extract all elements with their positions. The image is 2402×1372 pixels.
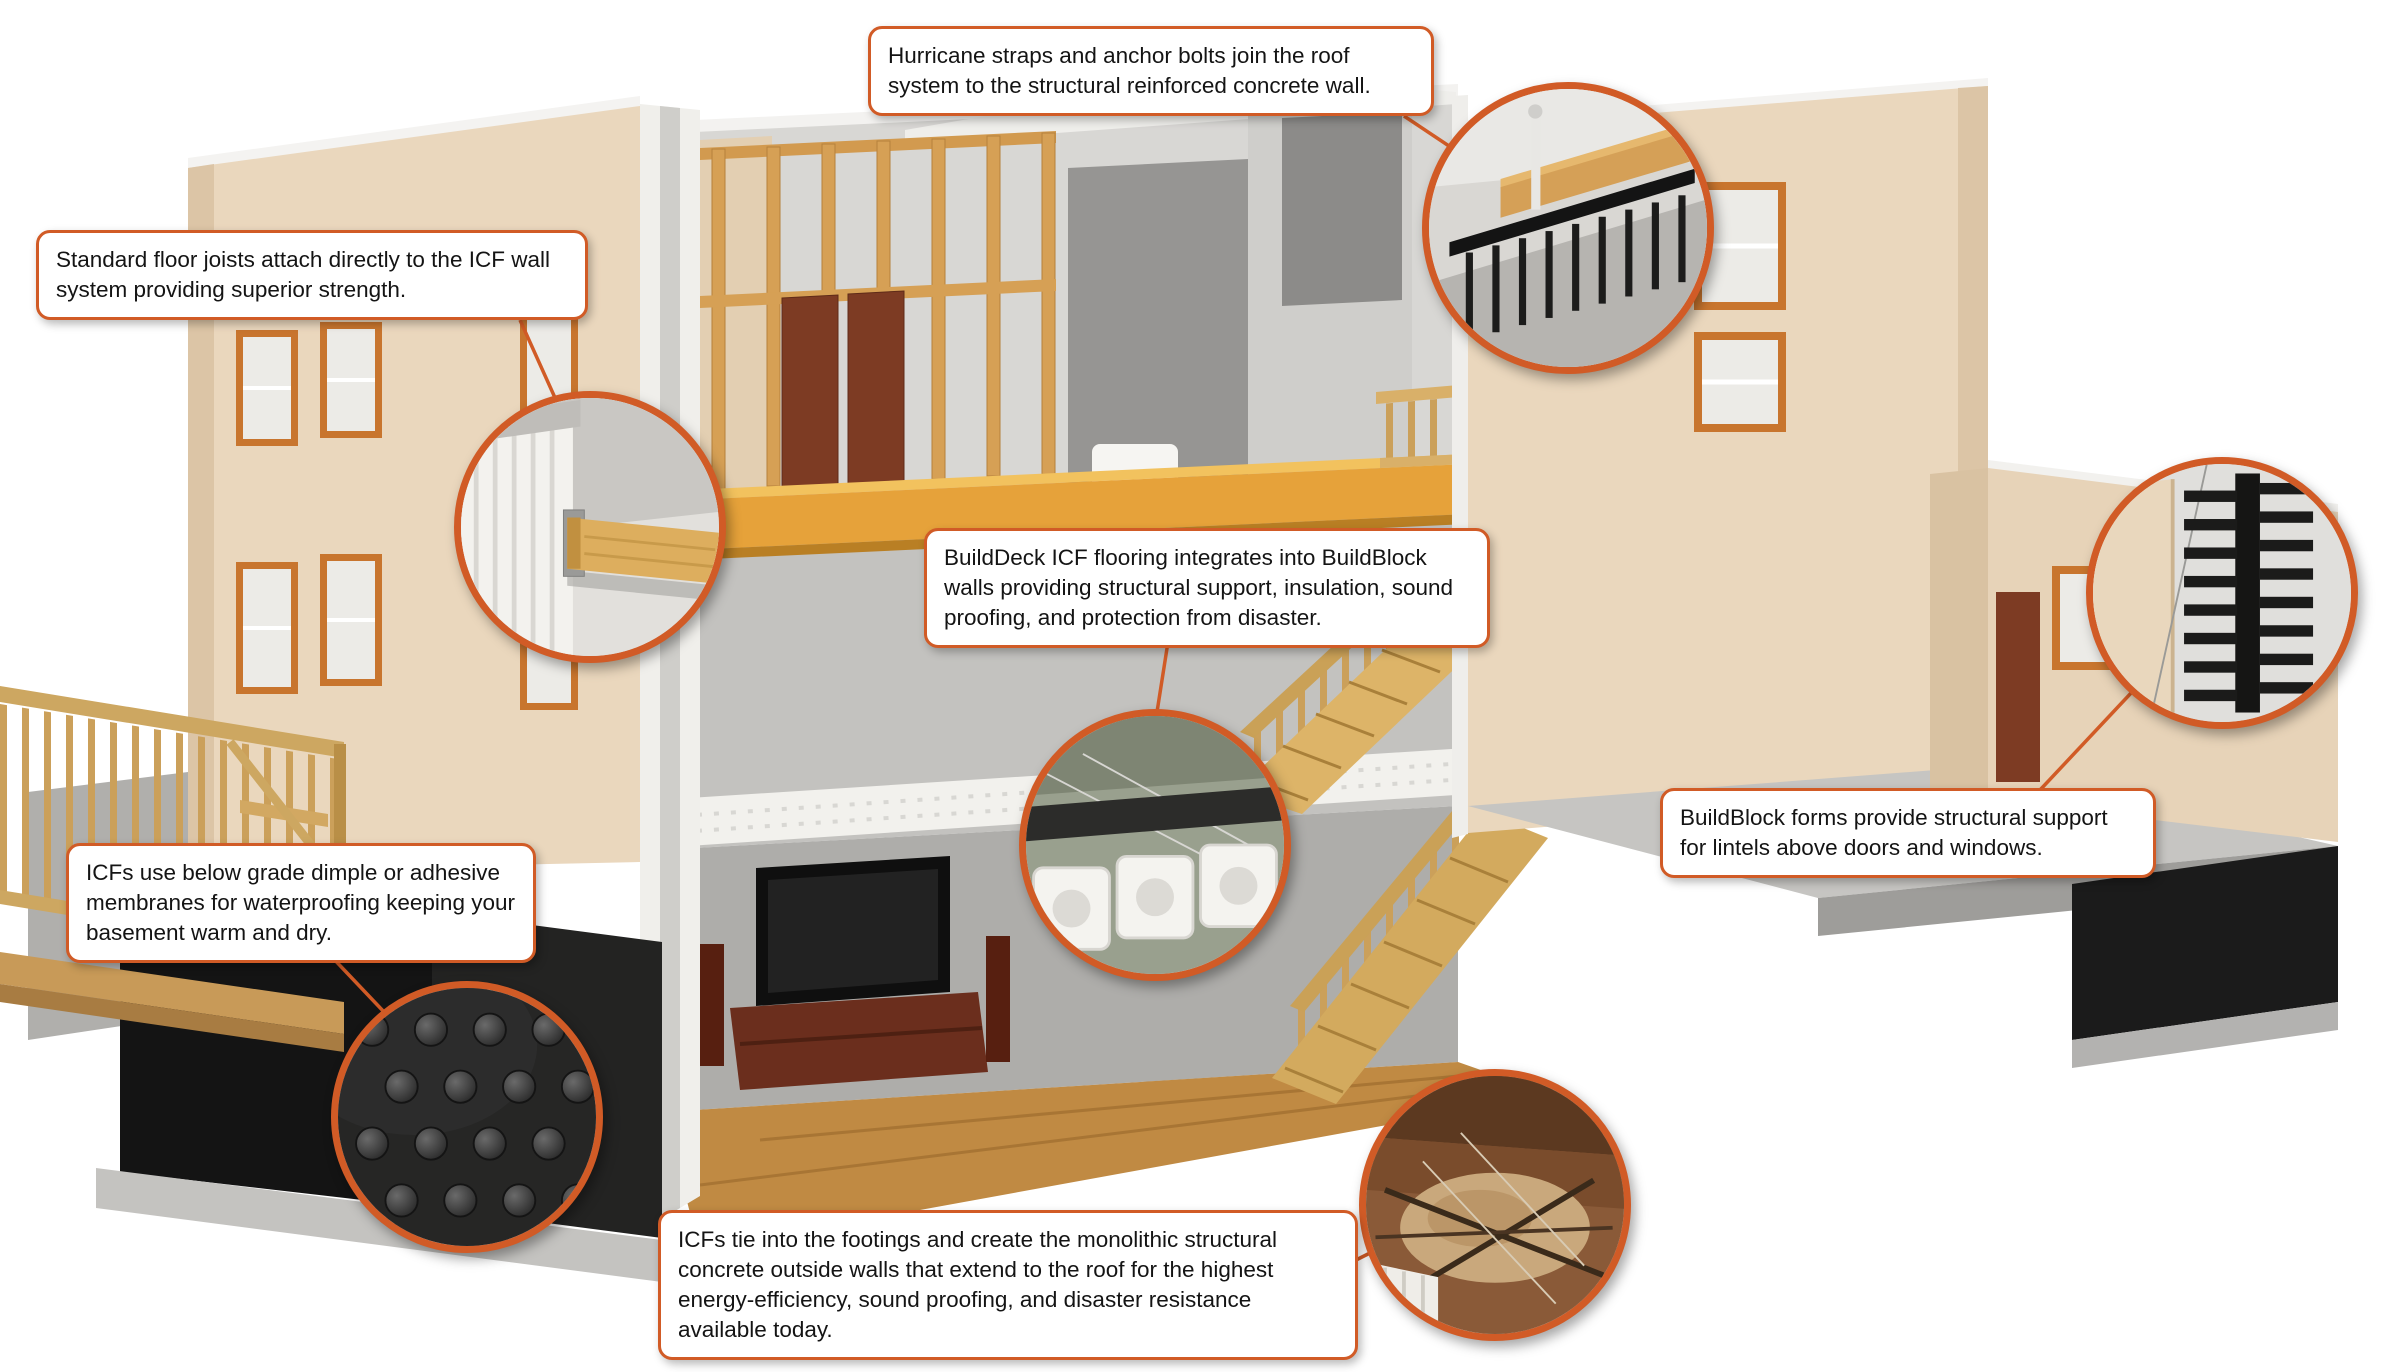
upper-floor-framing xyxy=(700,102,1412,507)
footing-pour-image xyxy=(1366,1076,1624,1334)
callout-text: Standard floor joists attach directly to… xyxy=(56,247,550,302)
callout-text: BuildBlock forms provide structural supp… xyxy=(1680,805,2108,860)
basement-wood-floor xyxy=(663,1062,1552,1250)
window xyxy=(236,562,298,694)
window xyxy=(320,554,382,686)
window xyxy=(1694,332,1786,432)
inset-roof-anchor-detail xyxy=(1422,82,1714,374)
right-basement-membrane xyxy=(2072,846,2338,1040)
floor-joist-image xyxy=(461,398,719,656)
callout-footings: ICFs tie into the footings and create th… xyxy=(658,1210,1358,1360)
speaker xyxy=(700,944,724,1066)
callout-text: ICFs tie into the footings and create th… xyxy=(678,1227,1278,1342)
inset-builddeck-detail xyxy=(1019,709,1291,981)
dimple-membrane-image xyxy=(338,988,596,1246)
roof-anchor-image xyxy=(1429,89,1707,367)
callout-text: Hurricane straps and anchor bolts join t… xyxy=(888,43,1371,98)
callout-below-grade-membranes: ICFs use below grade dimple or adhesive … xyxy=(66,843,536,963)
callout-builddeck-flooring: BuildDeck ICF flooring integrates into B… xyxy=(924,528,1490,648)
callout-text: BuildDeck ICF flooring integrates into B… xyxy=(944,545,1454,630)
window xyxy=(320,322,382,438)
inset-lintel-detail xyxy=(2086,457,2358,729)
callout-floor-joists: Standard floor joists attach directly to… xyxy=(36,230,588,320)
tv-cabinet xyxy=(730,992,988,1090)
speaker xyxy=(986,936,1010,1062)
builddeck-image xyxy=(1026,716,1284,974)
window xyxy=(236,330,298,446)
inset-dimple-membrane-detail xyxy=(331,981,603,1253)
interior-door xyxy=(781,294,839,488)
callout-lintel-forms: BuildBlock forms provide structural supp… xyxy=(1660,788,2156,878)
callout-hurricane-straps: Hurricane straps and anchor bolts join t… xyxy=(868,26,1434,116)
inset-floor-joist-detail xyxy=(454,391,726,663)
tv-media-center xyxy=(700,856,1010,1090)
interior-door xyxy=(847,290,905,485)
lintel-form-image xyxy=(2093,464,2351,722)
inset-footing-detail xyxy=(1359,1069,1631,1341)
wing-door xyxy=(1996,592,2040,782)
callout-text: ICFs use below grade dimple or adhesive … xyxy=(86,860,515,945)
